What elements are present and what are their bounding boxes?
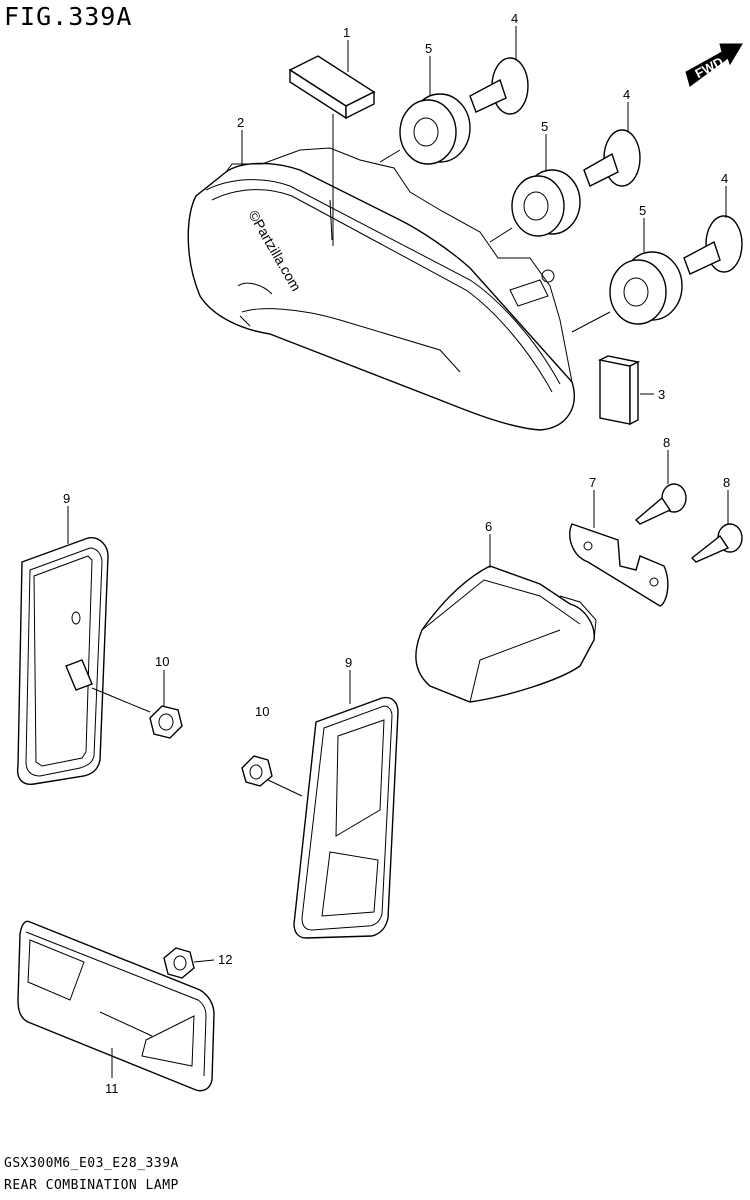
callout-10a: 10 [155,654,169,669]
part-10-nut-a [149,705,183,739]
forward-arrow-icon: FWD [685,43,743,87]
callout-4b: 4 [623,87,630,102]
part-9-reflector-center [293,696,399,939]
callout-10b: 10 [255,704,269,719]
part-5-grommet-b [511,169,581,237]
callout-7: 7 [589,475,596,490]
part-5-grommet-c [609,251,683,325]
part-10-nut-b [241,755,273,787]
part-4-rivet-b [583,129,641,187]
figure-id: FIG.339A [4,2,133,31]
callout-5a: 5 [425,41,432,56]
part-4-rivet-a [469,57,529,115]
callout-1: 1 [343,25,350,40]
callout-leaders [67,26,729,1078]
part-5-grommet-a [399,93,471,165]
callout-labels: 1 2 3 4 4 4 5 5 5 6 7 8 8 9 9 10 10 11 1… [63,11,730,1096]
part-9-reflector-left [16,537,109,785]
callout-6: 6 [485,519,492,534]
callout-3: 3 [658,387,665,402]
part-1-pad [288,55,376,120]
callout-4a: 4 [511,11,518,26]
part-2-tail-lamp-housing: ©Partzilla.com [187,147,575,431]
part-7-bracket [569,523,669,607]
part-8-screw-a [634,483,687,525]
callout-4c: 4 [721,171,728,186]
part-3-pad [597,355,641,426]
part-8-screw-b [690,523,743,563]
callout-5b: 5 [541,119,548,134]
callout-5c: 5 [639,203,646,218]
part-4-rivet-c [683,215,743,275]
callout-8a: 8 [663,435,670,450]
callout-11: 11 [105,1081,119,1096]
callout-12: 12 [218,952,232,967]
figure-title: REAR COMBINATION LAMP [4,1178,179,1193]
callout-9b: 9 [345,655,352,670]
forward-label: FWD [692,54,725,81]
callout-8b: 8 [723,475,730,490]
callout-2: 2 [237,115,244,130]
callout-9a: 9 [63,491,70,506]
figure-code: GSX300M6_E03_E28_339A [4,1156,179,1171]
part-12-nut [163,947,195,979]
part-6-license-lamp [415,565,597,703]
part-11-reflector [17,920,215,1092]
